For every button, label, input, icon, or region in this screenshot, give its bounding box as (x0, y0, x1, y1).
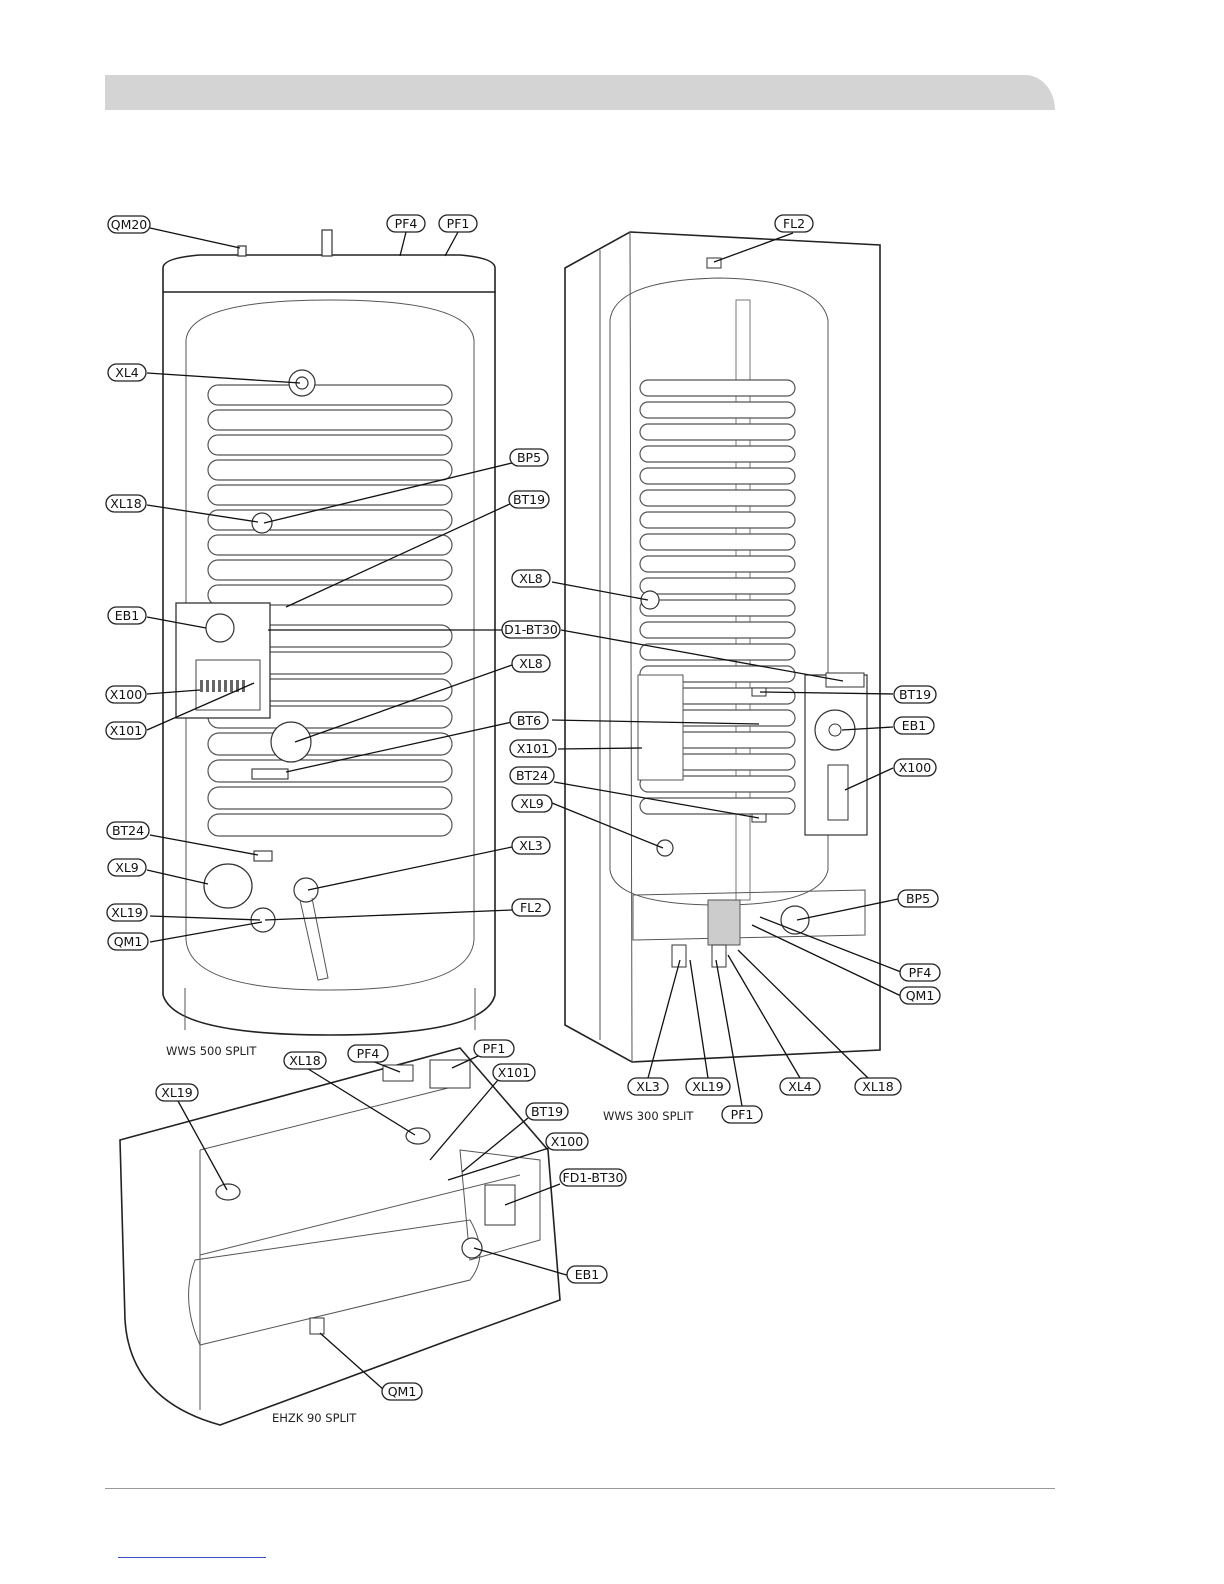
label-b-qm1: QM1 (900, 987, 940, 1004)
svg-text:FL2: FL2 (520, 900, 542, 915)
svg-text:XL19: XL19 (111, 905, 142, 920)
label-a-xl18: XL18 (106, 495, 146, 512)
label-b-pf4: PF4 (900, 964, 940, 981)
svg-text:EB1: EB1 (902, 718, 926, 733)
label-a-pf4: PF4 (387, 215, 425, 232)
svg-text:XL4: XL4 (788, 1079, 812, 1094)
wws300-cabinet (565, 232, 880, 1062)
label-c-qm1: QM1 (382, 1383, 422, 1400)
svg-text:EB1: EB1 (575, 1267, 599, 1282)
svg-text:XL4: XL4 (115, 365, 139, 380)
label-c-bt19: BT19 (526, 1103, 568, 1120)
label-a-bt24: BT24 (107, 822, 149, 839)
svg-text:XL18: XL18 (862, 1079, 893, 1094)
svg-text:XL3: XL3 (519, 838, 542, 853)
label-a-bt19: BT19 (509, 491, 549, 508)
label-b-fl2: FL2 (775, 215, 813, 232)
svg-text:XL19: XL19 (161, 1085, 192, 1100)
svg-text:QM1: QM1 (906, 988, 935, 1003)
svg-text:X101: X101 (498, 1065, 530, 1080)
footer-link-underline[interactable] (118, 1557, 266, 1558)
svg-text:QM1: QM1 (114, 934, 143, 949)
label-b-xl3: XL3 (628, 1078, 668, 1095)
svg-text:QM20: QM20 (111, 217, 148, 232)
label-a-x101: X101 (106, 722, 146, 739)
label-a-bt6: BT6 (510, 712, 548, 729)
label-b-xl9: XL9 (512, 795, 552, 812)
wws500-tank (163, 230, 495, 1035)
label-c-x101: X101 (493, 1064, 535, 1081)
label-b-xl19: XL19 (686, 1078, 730, 1095)
svg-text:FD1-BT30: FD1-BT30 (563, 1170, 624, 1185)
label-a-eb1: EB1 (108, 607, 146, 624)
svg-text:FL2: FL2 (783, 216, 805, 231)
label-c-xl18: XL18 (284, 1052, 326, 1069)
svg-text:BT19: BT19 (531, 1104, 563, 1119)
svg-text:X101: X101 (110, 723, 142, 738)
label-a-xl9: XL9 (108, 859, 146, 876)
svg-text:EB1: EB1 (115, 608, 139, 623)
label-a-xl3: XL3 (512, 837, 550, 854)
label-b-pf1: PF1 (722, 1106, 762, 1123)
label-b-xl8: XL8 (512, 570, 550, 587)
label-a-bp5: BP5 (510, 449, 548, 466)
svg-text:BT24: BT24 (112, 823, 144, 838)
label-b-xl4: XL4 (780, 1078, 820, 1095)
svg-text:X101: X101 (517, 741, 549, 756)
svg-text:XL19: XL19 (692, 1079, 723, 1094)
svg-text:PF4: PF4 (909, 965, 932, 980)
svg-text:PF1: PF1 (483, 1041, 506, 1056)
label-a-pf1: PF1 (439, 215, 477, 232)
svg-text:PF1: PF1 (731, 1107, 754, 1122)
svg-text:XL9: XL9 (115, 860, 139, 875)
label-c-x100: X100 (546, 1133, 588, 1150)
svg-text:XL18: XL18 (289, 1053, 320, 1068)
label-a-fl2: FL2 (512, 899, 550, 916)
caption-ehzk90: EHZK 90 SPLIT (272, 1411, 357, 1425)
svg-text:X100: X100 (899, 760, 931, 775)
svg-text:BT6: BT6 (517, 713, 541, 728)
label-a-qm1: QM1 (108, 933, 148, 950)
label-c-pf1: PF1 (474, 1040, 514, 1057)
svg-text:XL8: XL8 (519, 656, 543, 671)
label-a-d1-bt30: D1-BT30 (502, 621, 560, 638)
label-b-bt19: BT19 (894, 686, 936, 703)
label-b-xl18: XL18 (855, 1078, 901, 1095)
label-b-bt24: BT24 (510, 767, 554, 784)
footer-rule (105, 1488, 1055, 1489)
label-a-qm20: QM20 (108, 216, 150, 233)
svg-text:BP5: BP5 (517, 450, 541, 465)
svg-text:PF4: PF4 (357, 1046, 380, 1061)
label-b-eb1: EB1 (894, 717, 934, 734)
svg-text:BT19: BT19 (513, 492, 545, 507)
svg-text:QM1: QM1 (388, 1384, 417, 1399)
svg-text:X100: X100 (110, 687, 142, 702)
caption-wws500: WWS 500 SPLIT (166, 1044, 257, 1058)
svg-text:D1-BT30: D1-BT30 (504, 622, 558, 637)
label-a-xl19: XL19 (107, 904, 147, 921)
svg-text:PF1: PF1 (447, 216, 470, 231)
label-a-xl4: XL4 (108, 364, 146, 381)
label-b-x101: X101 (510, 740, 556, 757)
svg-text:XL9: XL9 (520, 796, 544, 811)
svg-text:XL18: XL18 (110, 496, 141, 511)
label-b-x100: X100 (894, 759, 936, 776)
caption-wws300: WWS 300 SPLIT (603, 1109, 694, 1123)
svg-text:XL8: XL8 (519, 571, 543, 586)
svg-text:BT19: BT19 (899, 687, 931, 702)
svg-text:BT24: BT24 (516, 768, 548, 783)
svg-text:BP5: BP5 (906, 891, 930, 906)
svg-text:X100: X100 (551, 1134, 583, 1149)
label-c-pf4: PF4 (348, 1045, 388, 1062)
svg-text:PF4: PF4 (395, 216, 418, 231)
label-a-x100: X100 (106, 686, 146, 703)
label-b-bp5: BP5 (898, 890, 938, 907)
label-a-xl8: XL8 (512, 655, 550, 672)
ehzk90-unit (120, 1048, 560, 1425)
label-c-xl19: XL19 (156, 1084, 198, 1101)
label-c-fd1-bt30: FD1-BT30 (560, 1169, 626, 1186)
label-c-eb1: EB1 (567, 1266, 607, 1283)
svg-text:XL3: XL3 (636, 1079, 659, 1094)
